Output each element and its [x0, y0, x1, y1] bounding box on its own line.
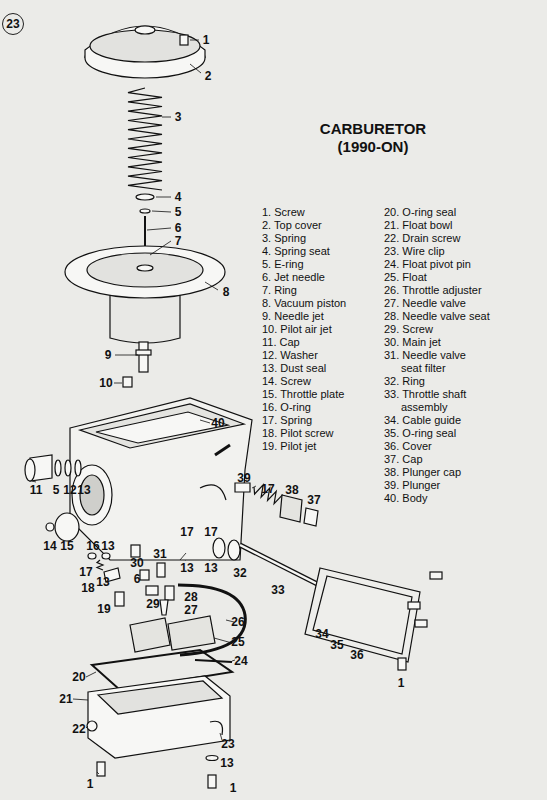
- parts-list-entry: 29. Screw: [384, 323, 508, 336]
- parts-list-entry: 40. Body: [384, 492, 508, 505]
- callout-number: 38: [285, 484, 298, 497]
- parts-list-entry: 34. Cable guide: [384, 414, 508, 427]
- parts-list-entry: 18. Pilot screw: [262, 427, 382, 440]
- parts-list-entry: 25. Float: [384, 271, 508, 284]
- callout-number: 20: [72, 671, 85, 684]
- parts-list-entry: 6. Jet needle: [262, 271, 382, 284]
- callout-number: 26: [231, 616, 244, 629]
- parts-list-entry: 5. E-ring: [262, 258, 382, 271]
- callout-number: 29: [146, 598, 159, 611]
- callout-number: 30: [130, 557, 143, 570]
- callout-number: 7: [175, 235, 182, 248]
- parts-list-entry: 38. Plunger cap: [384, 466, 508, 479]
- callout-number: 13: [101, 540, 114, 553]
- parts-list-entry: 7. Ring: [262, 284, 382, 297]
- callout-number: 25: [231, 636, 244, 649]
- callout-number: 13: [77, 484, 90, 497]
- callout-number: 12: [63, 484, 76, 497]
- parts-list-entry: 15. Throttle plate: [262, 388, 382, 401]
- spring-coil: [97, 560, 103, 570]
- parts-list-entry: 35. O-ring seal: [384, 427, 508, 440]
- parts-list-entry: 24. Float pivot pin: [384, 258, 508, 271]
- parts-list-entry: 4. Spring seat: [262, 245, 382, 258]
- callout-number: 5: [53, 484, 60, 497]
- parts-list-entry: 28. Needle valve seat: [384, 310, 508, 323]
- callout-number: 13: [180, 562, 193, 575]
- parts-list-entry: 2. Top cover: [262, 219, 382, 232]
- callout-number: 16: [86, 540, 99, 553]
- callout-number: 21: [59, 693, 72, 706]
- page-number-circle: 23: [2, 13, 24, 35]
- parts-list-entry: 32. Ring: [384, 375, 508, 388]
- parts-list-entry: 31. Needle valve seat filter: [384, 349, 484, 375]
- callout-number: 32: [233, 567, 246, 580]
- parts-list-entry: 12. Washer: [262, 349, 382, 362]
- callout-number: 13: [220, 757, 233, 770]
- parts-list-entry: 19. Pilot jet: [262, 440, 382, 453]
- parts-list-entry: 14. Screw: [262, 375, 382, 388]
- parts-list-entry: 1. Screw: [262, 206, 382, 219]
- parts-list-entry: 20. O-ring seal: [384, 206, 508, 219]
- callout-number: 1: [203, 34, 210, 47]
- parts-list-entry: 23. Wire clip: [384, 245, 508, 258]
- callout-number: 13: [96, 576, 109, 589]
- callout-number: 15: [60, 540, 73, 553]
- callout-number: 13: [204, 562, 217, 575]
- callout-number: 31: [153, 548, 166, 561]
- parts-list-entry: 33. Throttle shaft assembly: [384, 388, 508, 414]
- parts-list-entry: 36. Cover: [384, 440, 508, 453]
- parts-list-entry: 27. Needle valve: [384, 297, 508, 310]
- parts-list-entry: 9. Needle jet: [262, 310, 382, 323]
- spring-coil: [128, 88, 162, 190]
- callout-number: 17: [180, 526, 193, 539]
- page-number: 23: [6, 17, 19, 31]
- callout-number: 17: [79, 566, 92, 579]
- diagram-title: CARBURETOR (1990-ON): [303, 120, 443, 156]
- callout-number: 1: [87, 778, 94, 791]
- callout-number: 24: [234, 655, 247, 668]
- parts-list-entry: 26. Throttle adjuster: [384, 284, 508, 297]
- callout-number: 17: [261, 483, 274, 496]
- callout-number: 22: [72, 723, 85, 736]
- parts-list-entry: 17. Spring: [262, 414, 382, 427]
- callout-number: 1: [398, 677, 405, 690]
- callout-number: 27: [184, 604, 197, 617]
- callout-number: 5: [175, 206, 182, 219]
- parts-list-entry: 8. Vacuum piston: [262, 297, 382, 310]
- parts-list-entry: 16. O-ring: [262, 401, 382, 414]
- callout-number: 28: [184, 591, 197, 604]
- parts-list-entry: 30. Main jet: [384, 336, 508, 349]
- parts-list-entry: 10. Pilot air jet: [262, 323, 382, 336]
- callout-number: 10: [99, 377, 112, 390]
- callout-number: 6: [175, 222, 182, 235]
- parts-list-entry: 11. Cap: [262, 336, 382, 349]
- callout-number: 1: [230, 782, 237, 795]
- parts-list-entry: 39. Plunger: [384, 479, 508, 492]
- parts-list-entry: 3. Spring: [262, 232, 382, 245]
- parts-list-entry: 22. Drain screw: [384, 232, 508, 245]
- callout-number: 2: [205, 70, 212, 83]
- callout-number: 39: [237, 472, 250, 485]
- callout-number: 8: [223, 286, 230, 299]
- callout-number: 36: [350, 649, 363, 662]
- callout-number: 11: [30, 484, 43, 497]
- callout-number: 33: [271, 584, 284, 597]
- callout-number: 6: [134, 573, 141, 586]
- callout-number: 17: [204, 526, 217, 539]
- callout-number: 4: [175, 191, 182, 204]
- callout-number: 34: [315, 628, 328, 641]
- callout-number: 3: [175, 111, 182, 124]
- callout-number: 9: [105, 349, 112, 362]
- parts-list-entry: 37. Cap: [384, 453, 508, 466]
- callout-number: 37: [307, 494, 320, 507]
- callout-number: 19: [97, 603, 110, 616]
- callout-number: 18: [81, 582, 94, 595]
- parts-list-entry: 13. Dust seal: [262, 362, 382, 375]
- callout-number: 23: [221, 738, 234, 751]
- callout-number: 40: [211, 417, 224, 430]
- parts-list-entry: 21. Float bowl: [384, 219, 508, 232]
- callout-number: 35: [330, 639, 343, 652]
- callout-number: 14: [43, 540, 56, 553]
